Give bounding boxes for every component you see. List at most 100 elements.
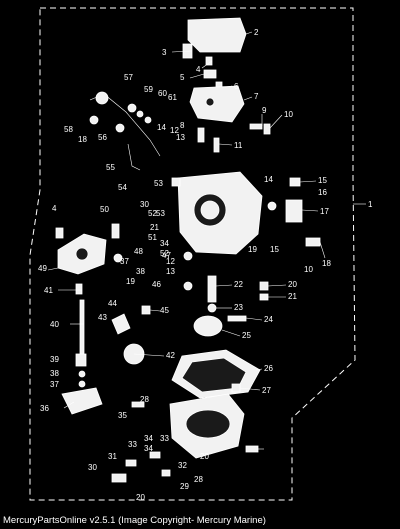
callout-41: 41 (44, 286, 53, 295)
fitting-17 (285, 199, 303, 223)
callout-28-b: 28 (194, 475, 203, 484)
callout-32: 32 (178, 461, 187, 470)
jet-23 (207, 303, 217, 313)
washer-37 (78, 380, 86, 388)
callout-25: 25 (242, 331, 251, 340)
callout-46: 46 (152, 280, 161, 289)
callout-51: 51 (148, 233, 157, 242)
screw-10-top (263, 123, 271, 135)
callout-labels: 1 2 3 4 5 6 7 8 9 10 11 12 13 14 15 16 1… (38, 28, 373, 502)
callout-38-b: 38 (136, 267, 145, 276)
spring-39 (75, 353, 87, 367)
callout-7: 7 (254, 92, 259, 101)
callout-19: 19 (126, 277, 135, 286)
screw-20 (259, 281, 269, 291)
callout-20: 20 (288, 280, 297, 289)
callout-17: 17 (320, 207, 329, 216)
linkage-rod-55 (127, 143, 141, 171)
washer-48 (113, 253, 123, 263)
callout-43: 43 (98, 313, 107, 322)
callout-1: 1 (368, 200, 373, 209)
top-cover (187, 17, 247, 53)
callout-50: 50 (100, 205, 109, 214)
clip-58 (89, 115, 99, 125)
callout-33: 33 (128, 440, 137, 449)
callout-18: 18 (322, 259, 331, 268)
callout-14: 14 (157, 123, 166, 132)
callout-45: 45 (160, 306, 169, 315)
callout-30: 30 (88, 463, 97, 472)
leader-lines (47, 31, 366, 450)
callout-33-b: 33 (160, 434, 169, 443)
callout-20-b: 20 (136, 493, 145, 502)
callout-18-b: 18 (78, 135, 87, 144)
callout-55: 55 (106, 163, 115, 172)
screw-4-left (55, 227, 64, 239)
spring-31 (125, 459, 137, 467)
callout-49: 49 (38, 264, 47, 273)
oring-14 (267, 201, 277, 211)
callout-56: 56 (98, 133, 107, 142)
callout-42: 42 (166, 351, 175, 360)
screw-56 (115, 123, 125, 133)
lever-57 (95, 91, 109, 105)
callout-21: 21 (288, 292, 297, 301)
callout-12: 12 (170, 126, 179, 135)
callout-4: 4 (196, 65, 201, 74)
callout-61: 61 (168, 93, 177, 102)
assembly-boundary (29, 7, 356, 501)
screw-4 (205, 56, 213, 66)
callout-57: 57 (124, 73, 133, 82)
callout-29: 29 (180, 482, 189, 491)
callout-30-b: 30 (140, 200, 149, 209)
callout-34-b: 34 (160, 239, 169, 248)
screw-35 (131, 401, 145, 408)
callout-52-b: 52 (160, 249, 169, 258)
pin-24 (227, 315, 247, 322)
screw-15 (289, 177, 301, 187)
callout-10-b: 10 (304, 265, 313, 274)
callout-4-left: 4 (52, 204, 57, 213)
float-25 (193, 315, 223, 337)
callout-13-b: 13 (166, 267, 175, 276)
rod-40 (79, 299, 85, 361)
callout-47: 47 (162, 251, 171, 260)
cover-hole (205, 97, 215, 107)
callout-37-b: 37 (120, 257, 129, 266)
callout-35: 35 (118, 411, 127, 420)
washer-38 (78, 370, 86, 378)
callout-8: 8 (180, 121, 185, 130)
callout-15-b: 15 (270, 245, 279, 254)
callout-2: 2 (254, 28, 259, 37)
callout-53: 53 (154, 179, 163, 188)
callout-22: 22 (234, 280, 243, 289)
spring-12 (197, 127, 205, 143)
callout-15: 15 (318, 176, 327, 185)
bracket-36 (61, 387, 103, 415)
callout-34-c: 34 (144, 444, 153, 453)
callout-3: 3 (162, 48, 167, 57)
jet-21 (259, 293, 269, 301)
throat-inner (200, 200, 220, 220)
callout-54: 54 (118, 183, 127, 192)
cover-7 (189, 85, 245, 123)
washer-47 (183, 251, 193, 261)
washer-59 (127, 103, 137, 113)
lever-hole (75, 247, 89, 261)
callout-6: 6 (234, 82, 239, 91)
exploded-parts-diagram: 1 2 3 4 5 6 7 8 9 10 11 12 13 14 15 16 1… (29, 7, 373, 502)
callout-13: 13 (176, 133, 185, 142)
callout-28: 28 (140, 395, 149, 404)
callout-21-b: 21 (150, 223, 159, 232)
screw-41 (75, 283, 83, 295)
bolt-11 (213, 137, 220, 153)
copyright-footer: MercuryPartsOnline v2.5.1 (Image Copyrig… (0, 513, 400, 529)
callout-24: 24 (264, 315, 273, 324)
screw-61 (144, 116, 152, 124)
callout-9: 9 (262, 106, 267, 115)
callout-10: 10 (284, 110, 293, 119)
screw-32 (149, 451, 161, 459)
callout-14-right: 14 (264, 175, 273, 184)
callout-34: 34 (144, 434, 153, 443)
screw-4-bowl (245, 445, 259, 453)
